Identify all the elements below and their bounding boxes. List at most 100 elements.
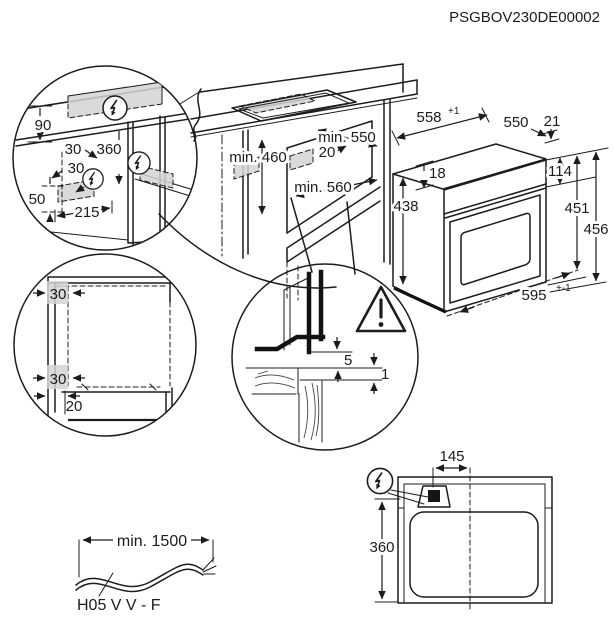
dim-label: 550 <box>503 114 528 131</box>
dim-label: 114 <box>548 163 572 180</box>
dim-offset-mid: 30 <box>51 157 87 193</box>
dim-top-clearance: 18 <box>416 160 446 190</box>
dim-label: 30 <box>50 371 67 388</box>
oven-drawing: 558 +1 550 21 18 438 114 <box>390 106 612 317</box>
dim-total-height: 456 <box>580 151 612 282</box>
trim-profile <box>254 269 326 355</box>
detail-leader-line <box>179 91 200 105</box>
cabinet-inner-border <box>403 483 546 603</box>
dim-label: 30 <box>68 160 85 177</box>
dim-depth: 550 <box>503 114 547 137</box>
electrical-connection-icon <box>366 467 394 495</box>
dim-label: 50 <box>29 191 46 208</box>
dim-tolerance: +-1 <box>556 283 571 294</box>
dim-label: 5 <box>344 352 352 369</box>
dim-top-gap: 20 <box>316 141 347 164</box>
cable-type-label: H05 V V - F <box>77 597 161 614</box>
junction-box <box>417 485 451 508</box>
dim-body-height: 438 <box>390 177 422 285</box>
control-panel-band <box>443 183 547 219</box>
dim-zone-bottom: 50 <box>26 177 50 221</box>
top-board <box>47 276 179 284</box>
warning-icon <box>355 285 407 333</box>
dim-zone-height: 360 <box>93 131 121 184</box>
appliance-top-view <box>409 511 539 598</box>
dim-gap-top: 5 <box>333 337 352 382</box>
dim-frame-width: 595 +-1 <box>446 269 579 317</box>
panel-lines <box>283 276 311 351</box>
dim-label: 90 <box>35 117 52 134</box>
dim-vent-top: 30 <box>33 286 85 303</box>
detail-circle <box>231 263 419 451</box>
dim-label: 1 <box>381 366 389 383</box>
dim-zone-width: 215 <box>54 200 113 224</box>
stripped-wires <box>202 557 217 575</box>
dim-label: 20 <box>66 398 83 415</box>
dim-label: min. 1500 <box>117 533 187 550</box>
dim-connection-offset: 145 <box>432 448 468 488</box>
oven-door <box>449 194 541 304</box>
dim-cable-length: min. 1500 <box>78 533 214 578</box>
door-window <box>460 212 531 286</box>
electrical-connection-icon <box>102 95 128 121</box>
dim-label: 360 <box>369 539 394 556</box>
extension-lines <box>545 147 609 293</box>
dim-label: 438 <box>393 198 418 215</box>
connection-zone <box>139 165 174 189</box>
dim-niche-height: min. 460 <box>226 139 290 215</box>
counter-torn-edge <box>193 88 202 142</box>
dim-label: 30 <box>65 141 82 158</box>
counter-front-bottom <box>190 93 418 134</box>
cable-leader <box>98 572 114 597</box>
cable-drawing: min. 1500 H05 V V - F <box>75 533 217 614</box>
dim-cutout-width: 558 +1 <box>391 106 490 146</box>
dim-label: min. 460 <box>229 149 287 166</box>
dim-offset-top: 30 <box>62 138 98 161</box>
dim-label: 20 <box>319 144 336 161</box>
counter-back-edge <box>199 63 404 93</box>
dim-tolerance: +1 <box>448 106 460 117</box>
top-view-drawing: 145 360 <box>366 448 553 613</box>
electrical-connection-icon <box>127 151 151 175</box>
dim-panel-height: 114 <box>545 157 575 185</box>
torn-edge <box>158 213 337 289</box>
dim-label: min. 550 <box>318 129 376 146</box>
dim-rear-gap: 20 <box>34 392 83 415</box>
dim-top-setback: 21 <box>542 113 561 144</box>
connector <box>428 490 440 502</box>
dim-gap-front: 1 <box>370 353 389 394</box>
bottom-shadow <box>393 286 447 314</box>
dim-niche-depth: min. 550 <box>315 126 379 149</box>
dim-label: 595 <box>521 287 546 304</box>
hidden-lines <box>55 285 171 388</box>
right-partition <box>383 98 391 265</box>
power-cable <box>75 557 217 597</box>
dim-label: 21 <box>544 113 561 130</box>
oven-front-frame <box>443 159 547 313</box>
cabinet-hidden-lines <box>286 261 299 301</box>
dim-vent-mid: 30 <box>33 371 85 388</box>
dim-label: 451 <box>564 200 589 217</box>
dim-cutout-depth: 360 <box>366 498 401 603</box>
left-partition <box>242 129 249 259</box>
detail-circle-cabinet-vents: 30 30 20 <box>13 253 197 437</box>
header: PSGBOV230DE00002 <box>449 9 600 26</box>
wood-grain <box>251 367 323 443</box>
dim-label: 215 <box>74 204 99 221</box>
main-niche-drawing: min. 460 min. 550 20 min. 560 <box>158 63 418 301</box>
detail-circle <box>12 65 198 251</box>
part-number: PSGBOV230DE00002 <box>449 9 600 26</box>
connection-zone <box>289 148 314 171</box>
cabinet-outline <box>397 476 553 604</box>
detail-circle-trim-gap: 5 1 <box>231 263 419 451</box>
dim-label: min. 560 <box>294 179 352 196</box>
detail-circle-connection-zones: 90 30 360 30 50 <box>12 65 198 251</box>
dim-label: 360 <box>96 141 121 158</box>
bolt-leader <box>387 489 429 505</box>
detail-circle <box>13 253 197 437</box>
electrical-connection-icon <box>82 168 104 190</box>
vent-strip <box>47 365 68 389</box>
counter-accent <box>190 97 418 138</box>
